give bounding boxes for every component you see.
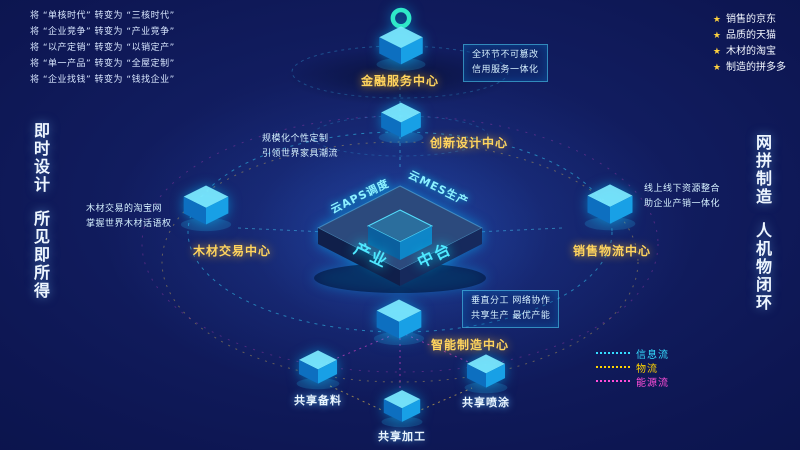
feature-item: ★ 销售的京东 xyxy=(713,12,786,28)
timber-trading-icon xyxy=(180,185,232,232)
shared-painting-icon xyxy=(464,354,508,394)
right-slogan-line1: 网拼制造 xyxy=(753,134,772,206)
shared-painting-label: 共享喷涂 xyxy=(462,396,510,409)
innovation-note: 规模化个性定制 引领世界家具潮流 xyxy=(262,132,338,162)
right-slogan-line2: 人机物闭环 xyxy=(753,222,772,312)
transform-list: 将 “单核时代” 转变为 “三核时代” 将 “企业竞争” 转变为 “产业竞争” … xyxy=(30,8,175,88)
innovation-note-line1: 规模化个性定制 xyxy=(262,134,329,144)
energy-flow-label: 能源流 xyxy=(636,377,669,389)
timber-center-label: 木材交易中心 xyxy=(192,244,271,258)
manufacturing-note-line1: 垂直分工 网络协作 xyxy=(471,296,551,306)
logistics-flow-label: 物流 xyxy=(636,363,658,375)
transform-item: 将 “企业找钱” 转变为 “钱找企业” xyxy=(30,75,175,85)
timber-note-line1: 木材交易的淘宝网 xyxy=(86,204,163,214)
star-icon: ★ xyxy=(712,47,721,57)
feature-label: 销售的京东 xyxy=(726,14,776,25)
finance-icon xyxy=(376,7,426,71)
industry-platform-icon xyxy=(314,185,486,293)
feature-item: ★ 品质的天猫 xyxy=(713,28,786,44)
star-icon: ★ xyxy=(712,15,721,25)
platform-feature-list: ★ 销售的京东 ★ 品质的天猫 ★ 木材的淘宝 ★ 制造的拼多多 xyxy=(713,12,786,76)
innovation-design-icon xyxy=(378,102,424,144)
flow-legend: 信息流 物流 能源流 xyxy=(596,346,669,389)
feature-label: 制造的拼多多 xyxy=(726,62,786,73)
sales-note-line2: 助企业产销一体化 xyxy=(644,199,721,209)
logistics-flow-line-icon xyxy=(596,366,630,368)
sales-logistics-icon xyxy=(584,184,636,231)
left-slogan-line1: 即时设计 xyxy=(31,122,50,194)
shared-processing-icon xyxy=(381,390,423,428)
manufacturing-note-line2: 共享生产 最优产能 xyxy=(471,311,551,321)
sales-note-line1: 线上线下资源整合 xyxy=(644,184,721,194)
left-slogan: 即时设计 所见即所得 xyxy=(28,122,52,300)
finance-note: 全环节不可篡改 信用服务一体化 xyxy=(463,44,548,82)
manufacturing-center-label: 智能制造中心 xyxy=(430,338,509,352)
legend-row-logistics: 物流 xyxy=(596,360,669,375)
feature-label: 木材的淘宝 xyxy=(726,46,776,57)
finance-center-label: 金融服务中心 xyxy=(360,74,439,88)
transform-item: 将 “以产定销” 转变为 “以销定产” xyxy=(30,43,175,53)
feature-item: ★ 木材的淘宝 xyxy=(713,44,786,60)
legend-row-info: 信息流 xyxy=(596,346,669,361)
shared-material-label: 共享备料 xyxy=(294,394,342,407)
star-icon: ★ xyxy=(712,63,721,73)
shared-material-icon xyxy=(296,350,340,390)
left-slogan-line2: 所见即所得 xyxy=(31,210,50,300)
sales-note: 线上线下资源整合 助企业产销一体化 xyxy=(644,182,720,212)
info-flow-line-icon xyxy=(596,352,630,354)
finance-note-line1: 全环节不可篡改 xyxy=(472,50,539,60)
innovation-note-line2: 引领世界家具潮流 xyxy=(262,149,339,159)
feature-label: 品质的天猫 xyxy=(726,30,776,41)
timber-note-line2: 掌握世界木材话语权 xyxy=(86,219,172,229)
right-slogan: 网拼制造 人机物闭环 xyxy=(750,134,774,312)
transform-item: 将 “企业竞争” 转变为 “产业竞争” xyxy=(30,27,175,37)
manufacturing-note: 垂直分工 网络协作 共享生产 最优产能 xyxy=(462,290,560,328)
transform-item: 将 “单一产品” 转变为 “全屋定制” xyxy=(30,59,175,69)
star-icon: ★ xyxy=(712,31,721,41)
energy-flow-line-icon xyxy=(596,380,630,382)
feature-item: ★ 制造的拼多多 xyxy=(713,60,786,76)
finance-note-line2: 信用服务一体化 xyxy=(472,65,539,75)
smart-manufacturing-icon xyxy=(373,299,425,346)
shared-processing-label: 共享加工 xyxy=(378,430,426,443)
sales-center-label: 销售物流中心 xyxy=(572,244,651,258)
innovation-center-label: 创新设计中心 xyxy=(430,136,509,150)
info-flow-label: 信息流 xyxy=(636,349,669,361)
timber-note: 木材交易的淘宝网 掌握世界木材话语权 xyxy=(86,202,172,232)
legend-row-energy: 能源流 xyxy=(596,374,669,389)
transform-item: 将 “单核时代” 转变为 “三核时代” xyxy=(30,11,175,21)
